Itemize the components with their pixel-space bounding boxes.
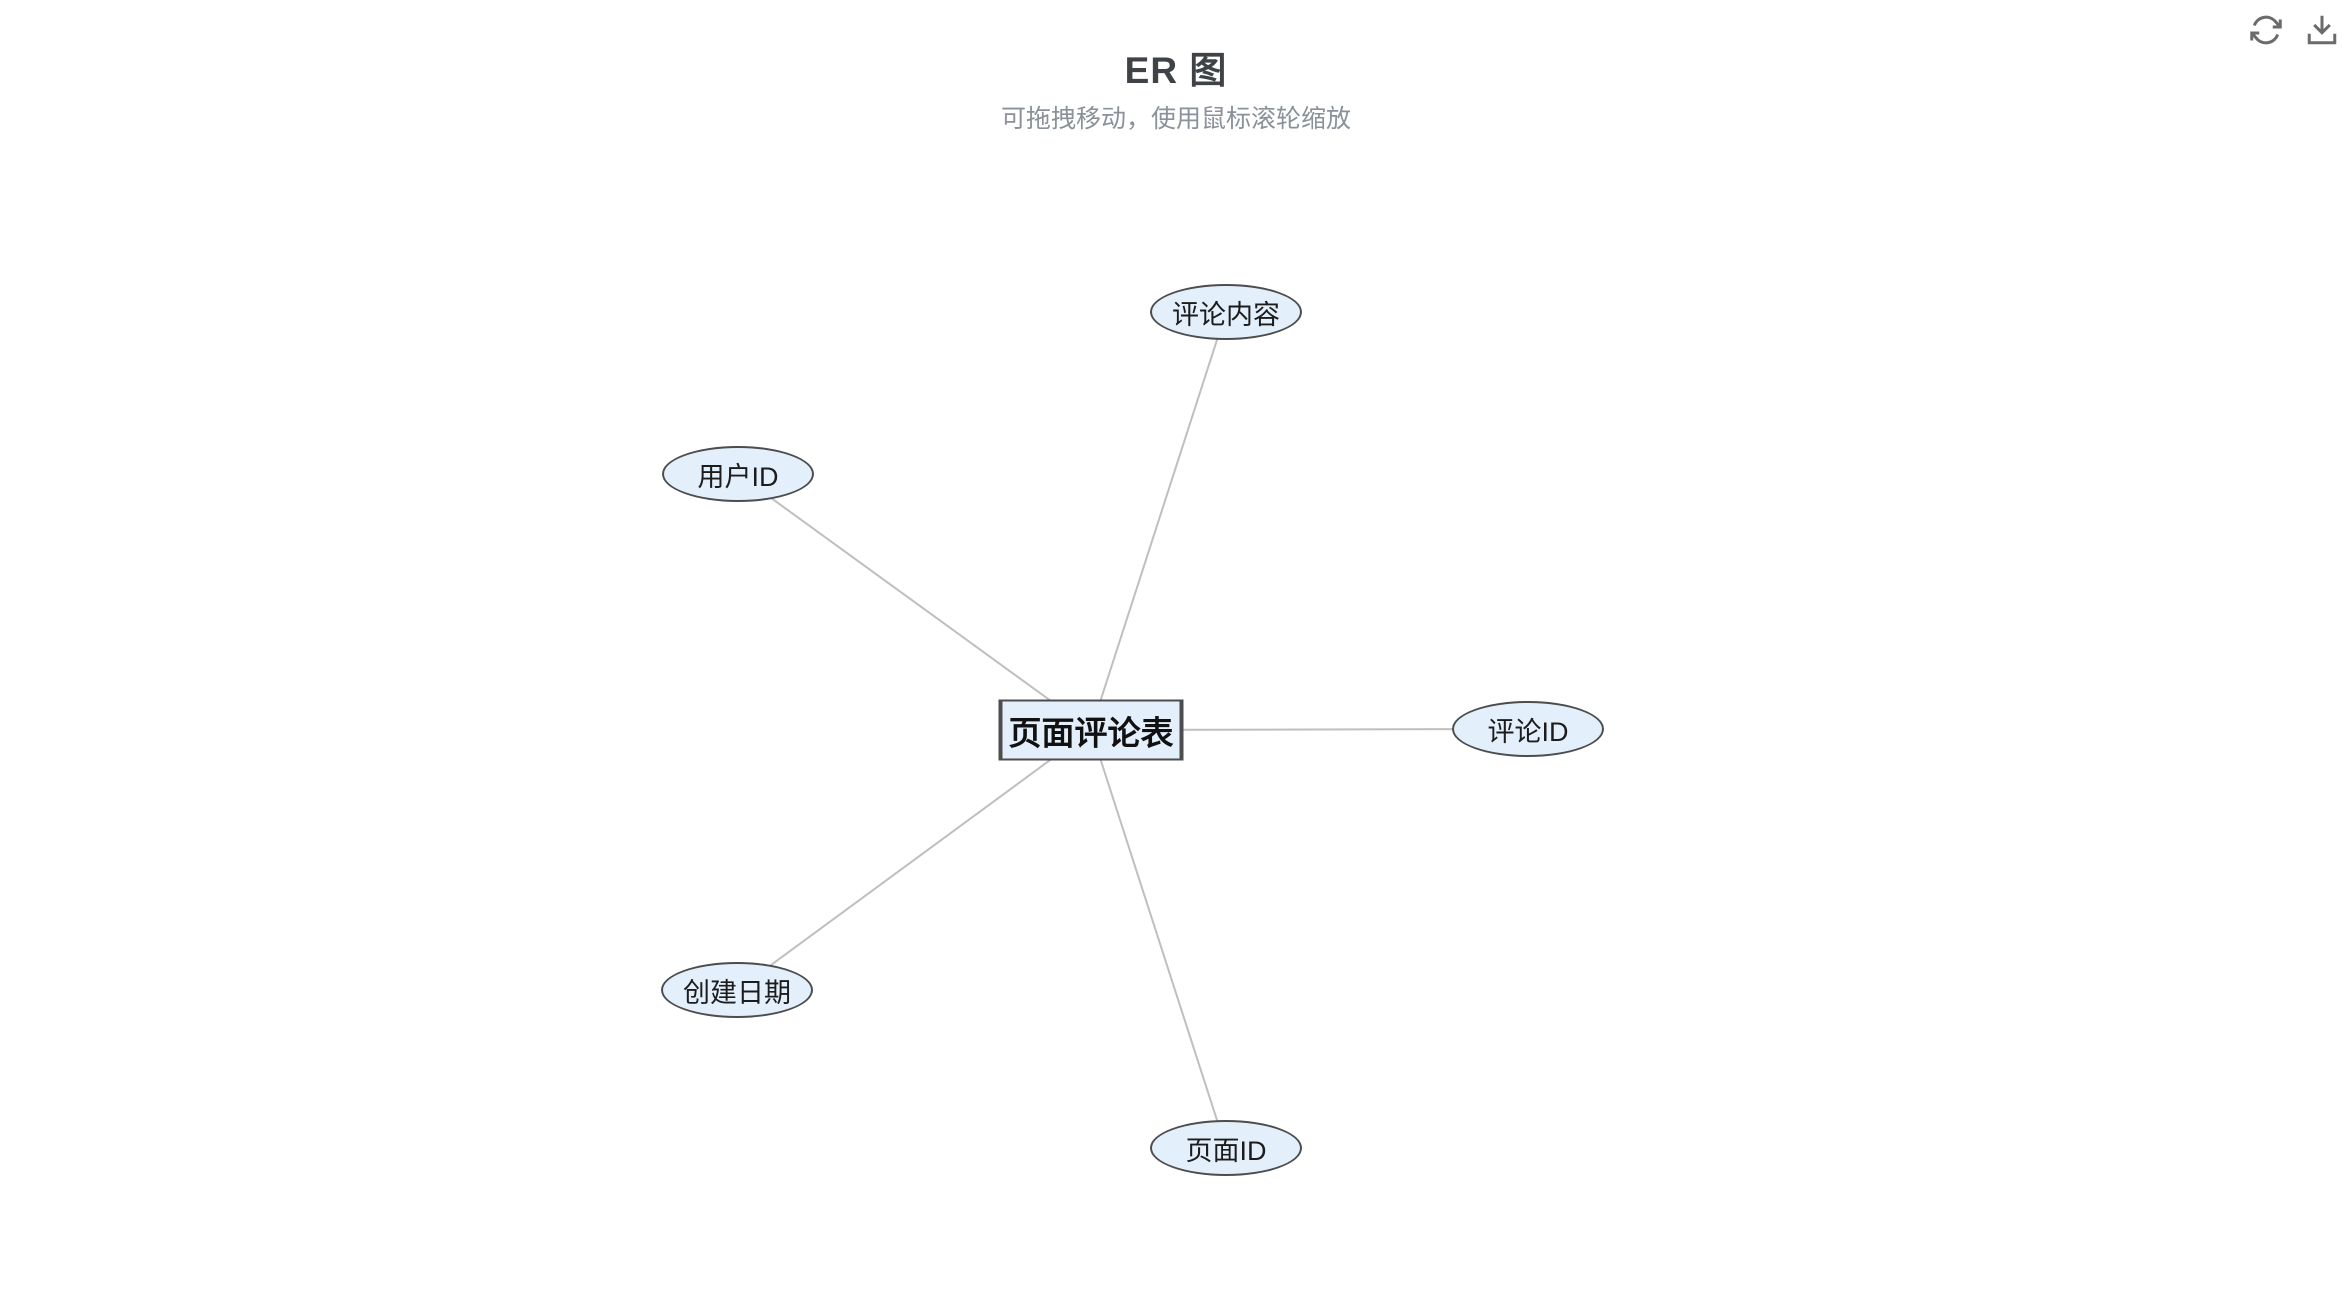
edge-line — [1090, 311, 1227, 731]
edge-line — [737, 473, 1092, 731]
attribute-node[interactable]: 评论内容 — [1150, 284, 1302, 340]
refresh-button[interactable] — [2246, 10, 2286, 50]
attribute-node[interactable]: 页面ID — [1150, 1120, 1302, 1176]
toolbar — [2246, 10, 2342, 50]
page-subtitle: 可拖拽移动，使用鼠标滚轮缩放 — [1000, 105, 1351, 133]
edge-line — [1090, 729, 1227, 1149]
attribute-node[interactable]: 评论ID — [1452, 701, 1604, 757]
refresh-icon — [2250, 15, 2282, 45]
page-title: ER 图 — [1124, 50, 1228, 91]
entity-node[interactable]: 页面评论表 — [998, 699, 1184, 761]
download-icon — [2307, 15, 2337, 45]
download-button[interactable] — [2302, 10, 2342, 50]
attribute-node[interactable]: 用户ID — [662, 446, 814, 502]
edge-line — [736, 729, 1092, 991]
attribute-node[interactable]: 创建日期 — [661, 962, 813, 1018]
